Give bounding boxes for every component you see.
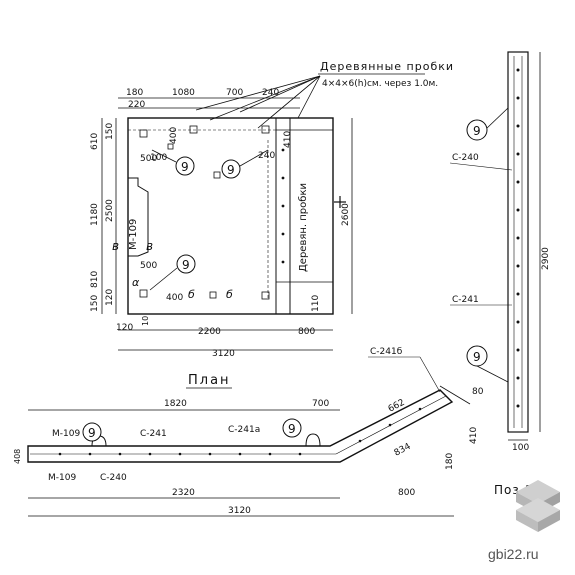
profile-view: 2900 100 9 9 С-240 С-241 [449,51,551,453]
plan-view: М-109 Деревян. пробки в в α б б 9 9 9 [90,88,353,389]
section-callout-1: 9 [88,426,96,440]
plan-mark-m109: М-109 [128,219,139,250]
plan-dim-in-3: 410 [283,131,293,148]
section-view: 9 9 М-109 С-241 С-241а С-241б М-109 С-24… [13,347,484,517]
plan-dim-left-6: 120 [105,289,115,306]
section-label-4: М-109 [48,473,76,483]
section-dim-o-2: 834 [393,442,413,459]
section-label-0: М-109 [52,429,80,439]
plan-callout-3: 9 [182,258,190,272]
plan-section-b2: б [226,288,233,301]
profile-dim-height: 2900 [541,247,551,270]
plan-title: План [188,373,231,388]
plan-section-right: в [146,239,153,253]
plan-dim-in-1: 500 [140,154,157,164]
profile-label-0: С-240 [452,153,479,163]
section-callout-2: 9 [288,422,296,436]
section-label-2: С-241а [228,425,260,435]
section-dim-bot-2: 3120 [228,506,251,516]
plan-dim-top-3: 240 [262,88,279,98]
plan-dim-bot-4: 10 [141,316,150,326]
leader-note: Деревянные пробки 4×4×6(h)см. через 1.0м… [195,60,454,129]
plan-dim-left-1: 150 [105,123,115,140]
profile-dim-bottom: 100 [512,443,529,453]
section-label-3: С-241б [370,347,403,357]
section-label-5: С-240 [100,473,127,483]
profile-label-1: С-241 [452,295,479,305]
plan-dim-in-7: 400 [166,293,183,303]
plan-dim-top-0: 180 [126,88,143,98]
section-dim-bot-0: 2320 [172,488,195,498]
plan-callout-2: 9 [227,163,235,177]
plan-section-b1: б [188,288,195,301]
plan-dim-right-0: 2600 [341,203,351,226]
plan-dim-top-2: 700 [226,88,243,98]
plan-side-label: Деревян. пробки [298,183,309,272]
plan-dim-in-6: 500 [140,261,157,271]
plan-callout-1: 9 [181,160,189,174]
plan-dim-left-2: 1180 [90,203,100,226]
section-dim-o-5: 408 [13,449,22,464]
plan-section-left: в [112,239,119,253]
section-dim-o-1: 80 [472,387,484,397]
plan-dim-bot-0: 120 [116,323,133,333]
plan-dim-right-1: 110 [311,295,321,312]
plan-dim-bot-1: 2200 [198,327,221,337]
note-line-2: 4×4×6(h)см. через 1.0м. [322,79,438,89]
plan-dim-in-2: 240 [258,151,275,161]
section-dim-top-0: 1820 [164,399,187,409]
section-dim-o-4: 180 [445,453,455,470]
plan-dim-left-4: 810 [90,271,100,288]
plan-dim-left-0: 610 [90,133,100,150]
profile-callout-top: 9 [473,124,481,138]
plan-outline [127,117,334,315]
profile-callout-bottom: 9 [473,350,481,364]
section-dim-top-1: 700 [312,399,329,409]
plan-dim-top-4: 220 [128,100,145,110]
note-line-1: Деревянные пробки [320,60,454,73]
logo-icon [516,480,560,532]
section-label-1: С-241 [140,429,167,439]
plan-dim-left-5: 150 [90,295,100,312]
plan-dim-left-3: 2500 [105,199,115,222]
plan-dim-in-4: 400 [169,127,179,144]
plan-dim-in-0: 100 [150,153,167,163]
plan-section-a: α [132,276,140,289]
plan-dim-top-1: 1080 [172,88,195,98]
section-dim-bot-1: 800 [398,488,415,498]
section-dim-o-3: 410 [469,427,479,444]
plan-dim-bot-2: 800 [298,327,315,337]
plan-dim-bot-3: 3120 [212,349,235,359]
site-watermark: gbi22.ru [488,546,539,562]
